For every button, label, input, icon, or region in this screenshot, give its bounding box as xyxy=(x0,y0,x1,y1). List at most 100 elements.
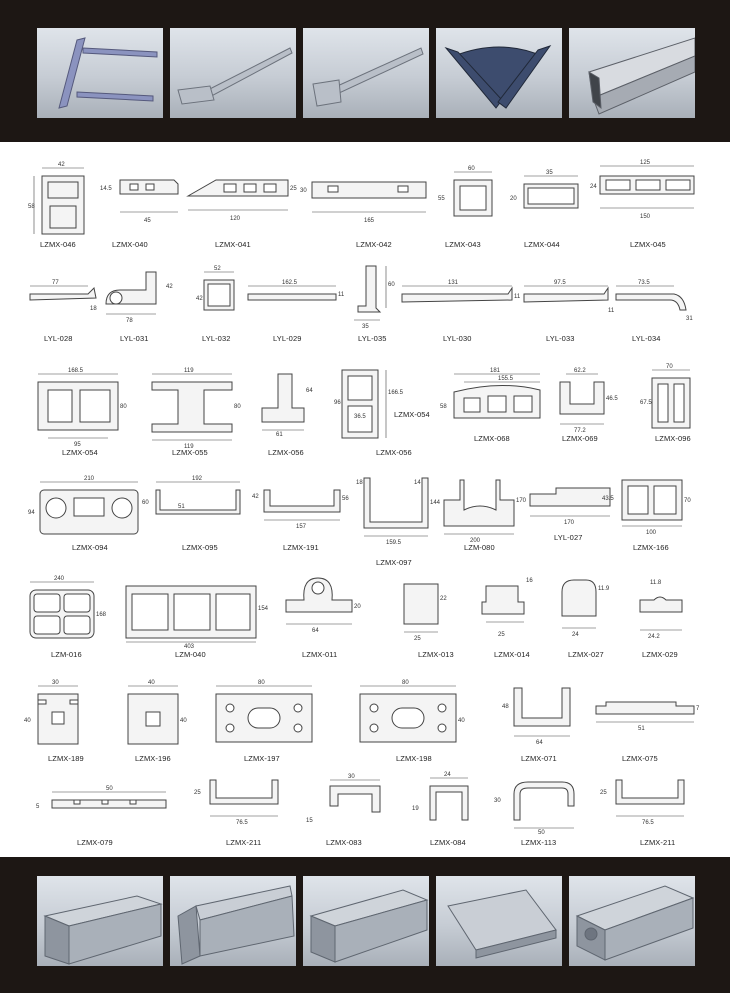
profile-label: LZMX-027 xyxy=(568,650,604,659)
photo-corner-connector xyxy=(436,28,562,118)
dim-label: 50 xyxy=(106,786,113,792)
profile-catalog-sheet: 42 58 LZMX-046 45 14.5 LZMX-040 120 25 L… xyxy=(0,142,730,857)
dim-label: 64 xyxy=(536,740,543,746)
dim-label: 40 xyxy=(148,680,155,686)
dim-label: 45 xyxy=(144,218,151,224)
profile-drawing: 120 25 xyxy=(180,176,300,226)
dim-label: 42 xyxy=(252,494,259,500)
profile-drawing: 181 155.5 58 xyxy=(440,368,552,440)
profile-drawing: 157 42 56 xyxy=(250,486,354,530)
profile-label: LZMX-011 xyxy=(302,650,338,659)
profile-drawing: 210 94 xyxy=(28,476,148,538)
profile-label: LYL-027 xyxy=(554,533,583,542)
dim-label: 43.5 xyxy=(602,496,614,502)
dim-label: 25 xyxy=(290,186,297,192)
photo-hollow-chamber-profile xyxy=(569,876,695,966)
profile-drawing: 30 15 xyxy=(300,774,390,836)
dim-label: 80 xyxy=(402,680,409,686)
dim-label: 240 xyxy=(54,576,65,582)
profile-label: LYL-028 xyxy=(44,334,73,343)
profile-drawing: 24 11.9 xyxy=(552,572,618,638)
profile-drawing: 18 14 144 159.5 xyxy=(356,472,441,546)
profile-label: LZMX-056 xyxy=(268,448,304,457)
profile-label: LZMX-211 xyxy=(640,838,676,847)
profile-label: LZMX-043 xyxy=(445,240,481,249)
dim-label: 25 xyxy=(194,790,201,796)
dim-label: 200 xyxy=(470,538,481,544)
profile-drawing: 168.5 80 95 xyxy=(28,368,132,448)
dim-label: 35 xyxy=(546,170,553,176)
profile-drawing: 131 11 xyxy=(398,280,524,316)
profile-label: LYL-031 xyxy=(120,334,149,343)
dim-label: 165 xyxy=(364,218,375,224)
dim-label: 19 xyxy=(412,806,419,812)
profile-drawing: 78 42 xyxy=(100,264,180,324)
profile-label: LZMX-095 xyxy=(182,543,218,552)
dim-label: 154 xyxy=(258,606,269,612)
dim-label: 20 xyxy=(354,604,361,610)
dim-label: 18 xyxy=(356,480,363,486)
profile-drawing: 76.5 25 xyxy=(192,776,292,834)
profile-label: LZMX-084 xyxy=(430,838,466,847)
profile-drawing: 24.2 11.8 xyxy=(634,570,700,640)
profile-label: LYL-035 xyxy=(358,334,387,343)
profile-label: LZMX-040 xyxy=(112,240,148,249)
photo-rod-with-clamp xyxy=(170,28,296,118)
dim-label: 16 xyxy=(526,578,533,584)
dim-label: 42 xyxy=(166,284,173,290)
dim-label: 119 xyxy=(184,444,194,450)
dim-label: 30 xyxy=(300,188,307,194)
profile-drawing: 40 40 xyxy=(118,680,190,754)
profile-drawing: 61 64 xyxy=(258,370,318,438)
dim-label: 25 xyxy=(414,636,421,642)
dim-label: 162.5 xyxy=(282,280,298,286)
profile-drawing: 50 5 xyxy=(30,778,170,818)
profile-label: LZMX-071 xyxy=(521,754,557,763)
dim-label: 31 xyxy=(686,316,693,322)
dim-label: 125 xyxy=(640,160,651,166)
dim-label: 70 xyxy=(684,498,691,504)
dim-label: 78 xyxy=(126,318,133,324)
dim-label: 11 xyxy=(608,308,615,314)
profile-label: LZMX-196 xyxy=(135,754,171,763)
dim-label: 120 xyxy=(230,216,241,222)
profile-label: LZMX-113 xyxy=(521,838,557,847)
dim-label: 96 xyxy=(334,400,341,406)
dim-label: 51 xyxy=(178,504,185,510)
dim-label: 168.5 xyxy=(68,368,84,374)
profile-drawing: 170 43.5 xyxy=(526,480,616,528)
dim-label: 51 xyxy=(638,726,645,732)
dim-label: 80 xyxy=(234,404,241,410)
profile-label: LZMX-054 xyxy=(62,448,98,457)
dim-label: 192 xyxy=(192,476,203,482)
photo-track-rail-profile xyxy=(569,28,695,118)
profile-label: LZMX-044 xyxy=(524,240,560,249)
profile-drawing: 60 55 xyxy=(436,166,502,228)
profile-label: LZMX-198 xyxy=(396,754,432,763)
dim-label: 77 xyxy=(52,280,59,286)
profile-drawing: 77 18 xyxy=(28,278,100,318)
dim-label: 403 xyxy=(184,644,195,650)
dim-label: 58 xyxy=(440,404,447,410)
profile-label: LZMX-083 xyxy=(326,838,362,847)
profile-drawing: 30 40 xyxy=(24,680,92,754)
profile-label: LYL-034 xyxy=(632,334,661,343)
dim-label: 76.5 xyxy=(236,820,248,826)
profile-drawing: 192 60 51 xyxy=(142,476,246,526)
profile-label: LYL-030 xyxy=(443,334,472,343)
dim-label: 40 xyxy=(458,718,465,724)
profile-drawing: 73.5 31 xyxy=(614,280,698,332)
profile-label: LZMX-056 xyxy=(376,448,412,457)
profile-drawing: 35 20 xyxy=(506,168,580,224)
dim-label: 30 xyxy=(494,798,501,804)
dim-label: 35 xyxy=(362,324,369,330)
dim-label: 73.5 xyxy=(638,280,650,286)
profile-drawing: 51 7 xyxy=(590,696,704,736)
dim-label: 97.5 xyxy=(554,280,566,286)
photo-angle-channel-profile xyxy=(170,876,296,966)
profile-label: LZMX-096 xyxy=(655,434,691,443)
profile-label: LZMX-013 xyxy=(418,650,454,659)
profile-drawing: 162.5 11 xyxy=(246,274,346,314)
dim-label: 157 xyxy=(296,524,307,530)
dim-label: 25 xyxy=(600,790,607,796)
